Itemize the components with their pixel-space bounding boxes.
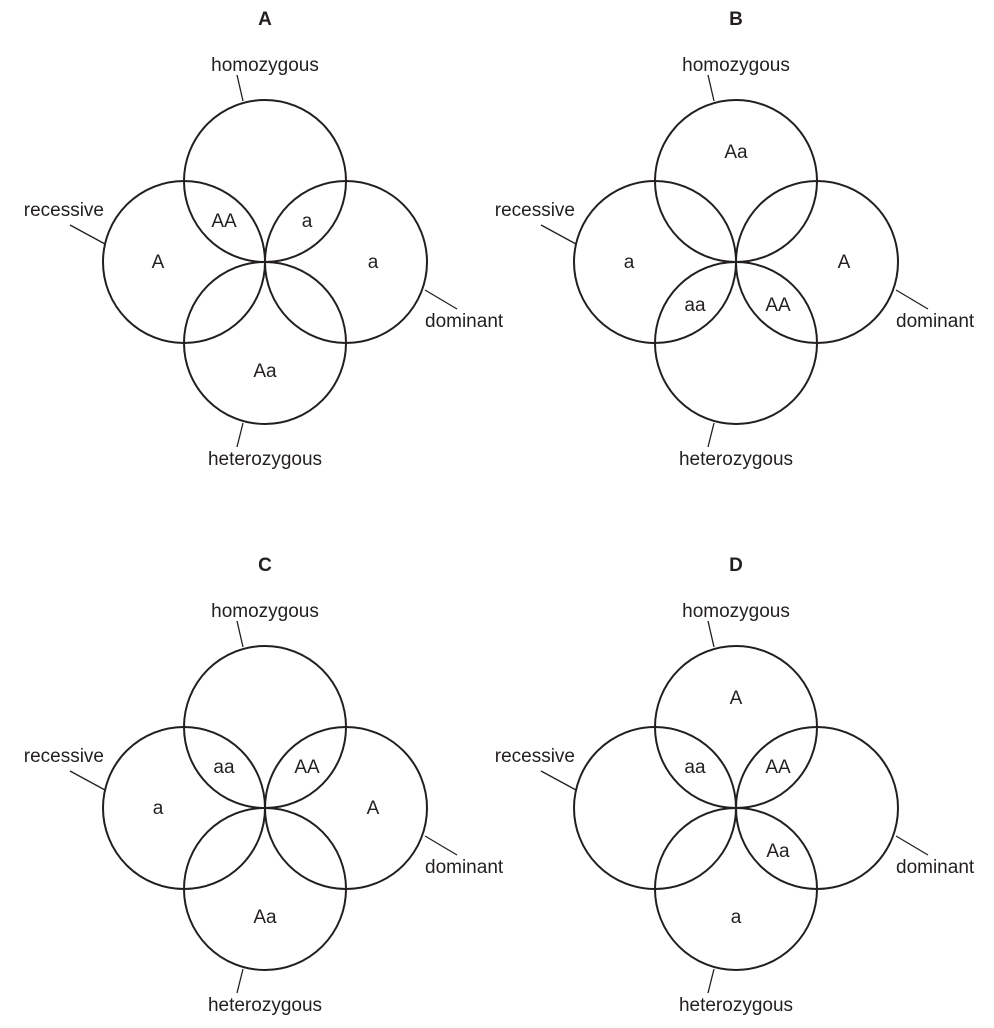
- label-recessive: recessive: [495, 746, 575, 767]
- label-dominant: dominant: [896, 857, 975, 878]
- option-title: C: [258, 555, 272, 576]
- label-recessive: recessive: [24, 746, 104, 767]
- region-label-bottom-right: Aa: [766, 841, 790, 862]
- region-label-bottom-only: Aa: [253, 361, 277, 382]
- label-recessive: recessive: [24, 200, 104, 221]
- label-heterozygous: heterozygous: [208, 995, 322, 1016]
- leader-line-right: [424, 835, 458, 856]
- circle-left: [102, 180, 266, 344]
- label-dominant: dominant: [425, 311, 504, 332]
- region-label-bottom-only: a: [731, 907, 742, 928]
- region-label-top-only: Aa: [724, 142, 748, 163]
- circle-top: [183, 645, 347, 809]
- leader-line-bottom: [707, 422, 715, 448]
- option-title: D: [729, 555, 743, 576]
- circle-right: [735, 180, 899, 344]
- region-label-left-only: a: [153, 798, 164, 819]
- leader-line-bottom: [236, 422, 244, 448]
- region-label-bottom-left: aa: [684, 295, 706, 316]
- leader-line-top: [236, 74, 244, 102]
- region-label-top-right: AA: [765, 757, 791, 778]
- label-homozygous: homozygous: [682, 601, 790, 622]
- leader-line-right: [424, 289, 458, 310]
- region-label-top-left: aa: [213, 757, 235, 778]
- label-homozygous: homozygous: [211, 601, 319, 622]
- region-label-top-right: AA: [294, 757, 320, 778]
- leader-line-right: [895, 289, 929, 310]
- label-dominant: dominant: [896, 311, 975, 332]
- label-recessive: recessive: [495, 200, 575, 221]
- region-label-top-left: aa: [684, 757, 706, 778]
- circle-right: [264, 180, 428, 344]
- region-label-bottom-only: Aa: [253, 907, 277, 928]
- circle-bottom: [183, 807, 347, 971]
- leader-line-left: [540, 224, 577, 245]
- leader-line-bottom: [236, 968, 244, 994]
- circle-bottom: [654, 807, 818, 971]
- leader-line-top: [707, 620, 715, 648]
- circle-right: [735, 726, 899, 890]
- circle-top: [183, 99, 347, 263]
- leader-line-left: [540, 770, 577, 791]
- option-title: A: [258, 9, 272, 30]
- region-label-right-only: A: [367, 798, 380, 819]
- leader-line-left: [69, 224, 106, 245]
- label-heterozygous: heterozygous: [679, 449, 793, 470]
- label-homozygous: homozygous: [682, 55, 790, 76]
- circle-top: [654, 645, 818, 809]
- leader-line-left: [69, 770, 106, 791]
- region-label-top-left: AA: [211, 211, 237, 232]
- leader-line-top: [236, 620, 244, 648]
- region-label-left-only: A: [152, 252, 165, 273]
- option-title: B: [729, 9, 743, 30]
- region-label-bottom-right: AA: [765, 295, 791, 316]
- circle-bottom: [183, 261, 347, 425]
- circle-left: [102, 726, 266, 890]
- label-heterozygous: heterozygous: [208, 449, 322, 470]
- region-label-right-only: A: [838, 252, 851, 273]
- leader-line-bottom: [707, 968, 715, 994]
- circle-right: [264, 726, 428, 890]
- label-homozygous: homozygous: [211, 55, 319, 76]
- region-label-left-only: a: [624, 252, 635, 273]
- region-label-top-only: A: [730, 688, 743, 709]
- label-heterozygous: heterozygous: [679, 995, 793, 1016]
- circle-left: [573, 180, 737, 344]
- leader-line-top: [707, 74, 715, 102]
- region-label-top-right: a: [302, 211, 313, 232]
- leader-line-right: [895, 835, 929, 856]
- circle-bottom: [654, 261, 818, 425]
- label-dominant: dominant: [425, 857, 504, 878]
- region-label-right-only: a: [368, 252, 379, 273]
- circle-left: [573, 726, 737, 890]
- circle-top: [654, 99, 818, 263]
